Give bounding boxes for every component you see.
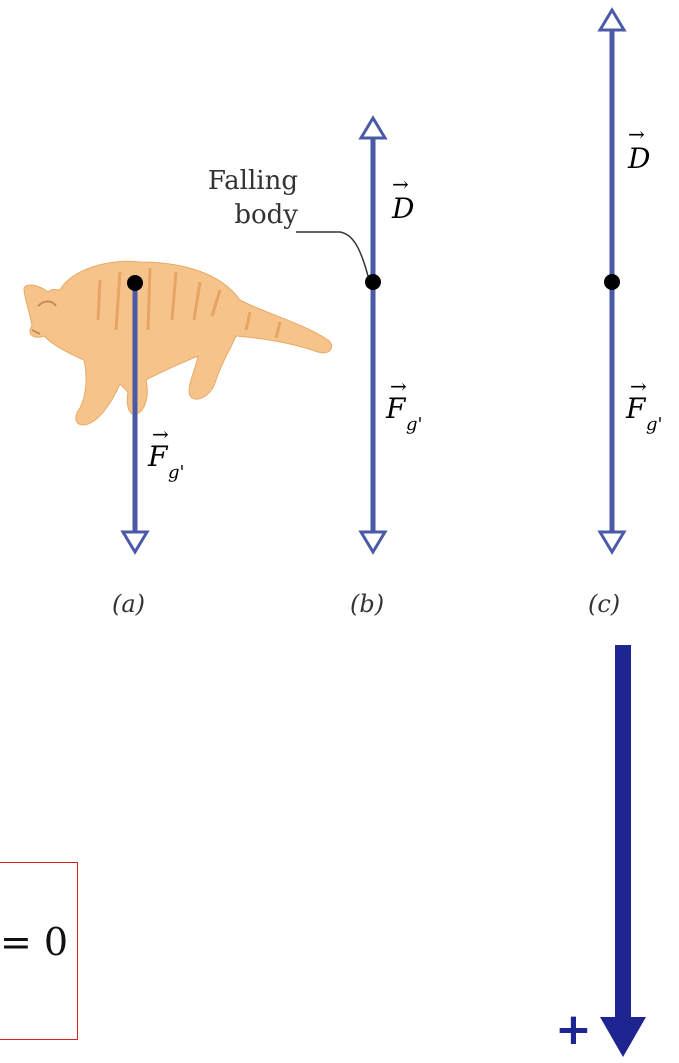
panel-a-label: (a) (112, 590, 146, 618)
panel-a-fg-subscript: g' (168, 462, 185, 483)
cat-illustration (23, 260, 333, 426)
callout-falling-body: Falling body (170, 164, 298, 232)
panel-a-body-dot (127, 275, 143, 291)
equation-fragment: = 0 (0, 920, 69, 964)
panel-c-body-dot (604, 274, 620, 290)
panel-b-vector-fg (358, 282, 388, 555)
callout-leader-line (296, 231, 369, 277)
panel-c-vector-fg (597, 282, 627, 555)
panel-c-d-symbol: D (628, 142, 651, 175)
panel-a-fg-arrow-mark: → (152, 422, 169, 446)
positive-direction-arrow (600, 645, 646, 1057)
panel-a-vector-fg (120, 283, 150, 555)
panel-c-vector-d (597, 7, 627, 282)
panel-b-body-dot (365, 274, 381, 290)
panel-b-vector-d (358, 115, 388, 282)
panel-b-fg-arrow-mark: → (390, 374, 407, 398)
panel-b-label: (b) (350, 590, 385, 618)
equation-box (0, 862, 78, 1040)
panel-c-fg-arrow-mark: → (630, 374, 647, 398)
panel-c-fg-symbol: F (626, 392, 646, 425)
panel-b-fg-subscript: g' (406, 414, 423, 435)
panel-c-label: (c) (588, 590, 621, 618)
panel-c-fg-subscript: g' (646, 414, 663, 435)
callout-line-1: Falling (207, 166, 298, 196)
panel-b-d-symbol: D (392, 192, 415, 225)
callout-line-2: body (234, 200, 298, 230)
panel-b-d-arrow-mark: → (392, 172, 409, 196)
positive-sign: + (555, 1004, 592, 1055)
panel-c-d-arrow-mark: → (628, 122, 645, 146)
panel-b-fg-symbol: F (386, 392, 406, 425)
panel-a-fg-symbol: F (148, 440, 168, 473)
